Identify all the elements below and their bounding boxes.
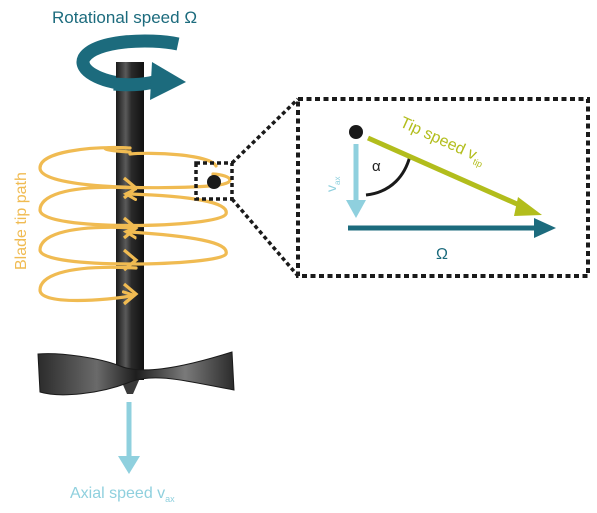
spiral-arrowheads: [122, 176, 139, 306]
rotation-arrow-head-icon: [113, 62, 186, 100]
blade-tip-dot: [207, 175, 221, 189]
vax-component-arrow: [346, 144, 366, 218]
zoom-tip-dot: [349, 125, 363, 139]
blade-tip-path-label: Blade tip path: [13, 172, 30, 270]
blade-tip-highlight-box: [194, 161, 234, 201]
rotation-arrow-icon: [76, 34, 180, 91]
omega-arrow-label: Ω: [436, 246, 448, 263]
axial-speed-arrow: [118, 402, 140, 474]
zoom-detail-box: [296, 97, 590, 278]
omega-arrow: [348, 218, 556, 238]
alpha-label: α: [372, 158, 381, 175]
impeller-blade: [37, 351, 235, 396]
alpha-angle-arc: [365, 155, 412, 197]
zoom-connector-top: [230, 97, 300, 165]
vax-symbol-label: vax: [323, 177, 342, 192]
tip-speed-arrow: [366, 135, 542, 216]
rotational-speed-label: Rotational speed Ω: [52, 8, 197, 27]
axial-speed-label: Axial speed vax: [70, 485, 175, 504]
zoom-connector-bottom: [230, 197, 300, 278]
